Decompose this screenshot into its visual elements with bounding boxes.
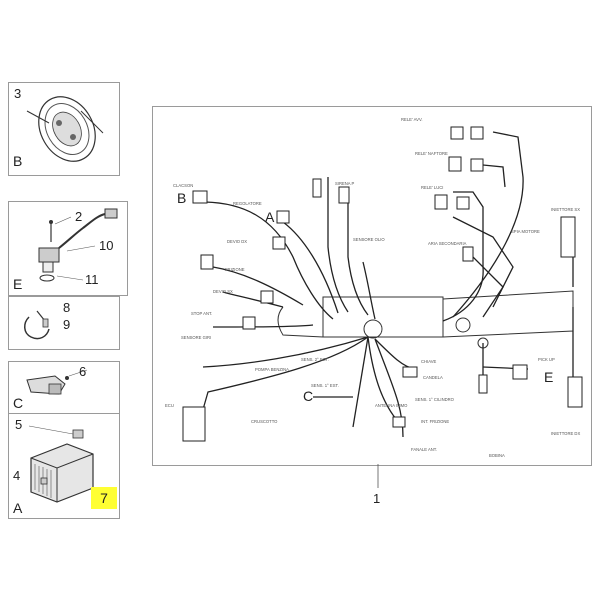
callout-6: 6	[79, 364, 87, 379]
label-frizione: FRIZIONE	[225, 267, 245, 272]
control-unit-drawing	[28, 425, 94, 503]
callout-9: 9	[63, 317, 71, 332]
letter-c: C	[13, 395, 24, 411]
main-letter-c: C	[303, 388, 314, 404]
clip-drawing	[24, 310, 50, 340]
letter-e: E	[13, 276, 23, 292]
label-antenna-immo: ANTENNA IMMO	[375, 403, 408, 408]
panel-b: 3 B	[8, 82, 120, 176]
label-iniettore-dx: INIETTORE DX	[551, 431, 580, 436]
label-candela: CANDELA	[423, 375, 443, 380]
callout-5: 5	[15, 417, 23, 432]
letter-a: A	[13, 500, 23, 516]
label-pompa-benzina: POMPA BENZINA	[255, 367, 289, 372]
label-stop-ant: STOP ANT.	[191, 311, 212, 316]
main-letter-a: A	[265, 209, 275, 225]
main-letter-b: B	[177, 190, 187, 206]
callout-2: 2	[75, 209, 83, 224]
callout-4: 4	[13, 468, 21, 483]
panel-clip: 8 9	[8, 296, 120, 350]
label-cruscotto: CRUSCOTTO	[251, 419, 278, 424]
label-sirena: SIRENA P	[335, 181, 355, 186]
callout-11: 11	[85, 272, 99, 287]
letter-b: B	[13, 153, 23, 169]
headlight-drawing	[26, 96, 104, 162]
callout-8: 8	[63, 300, 71, 315]
wiring-harness-drawing: RELE' AVV. RELE' NAFTORE RELE' LUCI CLAC…	[165, 117, 583, 458]
label-spia-motore: SPIA MOTORE	[511, 229, 540, 234]
label-devio-dx: DEVIO DX	[227, 239, 247, 244]
label-iniettore-sx: INIETTORE SX	[551, 207, 580, 212]
callout-10: 10	[99, 238, 114, 253]
label-devio-sx: DEVIO SX	[213, 289, 233, 294]
panel-c: 6 C	[8, 361, 120, 415]
label-sensore-olio: SENSORE OLIO	[353, 237, 385, 242]
label-chiave: CHIAVE	[421, 359, 436, 364]
label-ecu: ECU	[165, 403, 174, 408]
label-int-frizione: INT. FRIZIONE	[421, 419, 449, 424]
label-sens-2-est: SENS. 2° EST.	[301, 357, 329, 362]
label-sensore-giri: SENSORE GIRI	[181, 335, 211, 340]
highlighted-part-7[interactable]: 7	[91, 487, 117, 509]
callout-1-leader	[377, 464, 379, 488]
bracket-drawing	[26, 369, 88, 395]
label-rele-naftore: RELE' NAFTORE	[415, 151, 448, 156]
label-aria-secondaria: ARIA SECONDARIA	[428, 241, 467, 246]
label-sens-1-est: SENS. 1° EST.	[311, 383, 339, 388]
sensor-drawing	[38, 208, 118, 282]
label-rele-luci: RELE' LUCI	[421, 185, 443, 190]
main-letter-e: E	[544, 369, 554, 385]
label-fanale-ant: FANALE ANT.	[411, 447, 437, 452]
label-rele-avv: RELE' AVV.	[401, 117, 423, 122]
label-bobina: BOBINA	[489, 453, 505, 458]
label-regolatore: REGOLATORE	[233, 201, 262, 206]
label-pick-up: PICK UP	[538, 357, 555, 362]
panel-e: 2 10 11 E	[8, 201, 128, 296]
wiring-panel: RELE' AVV. RELE' NAFTORE RELE' LUCI CLAC…	[152, 106, 592, 466]
callout-3: 3	[14, 86, 22, 101]
label-clacson: CLACSON	[173, 183, 193, 188]
label-sens-1-cilindro: SENS. 1° CILINDRO	[415, 397, 455, 402]
callout-1: 1	[373, 491, 381, 506]
